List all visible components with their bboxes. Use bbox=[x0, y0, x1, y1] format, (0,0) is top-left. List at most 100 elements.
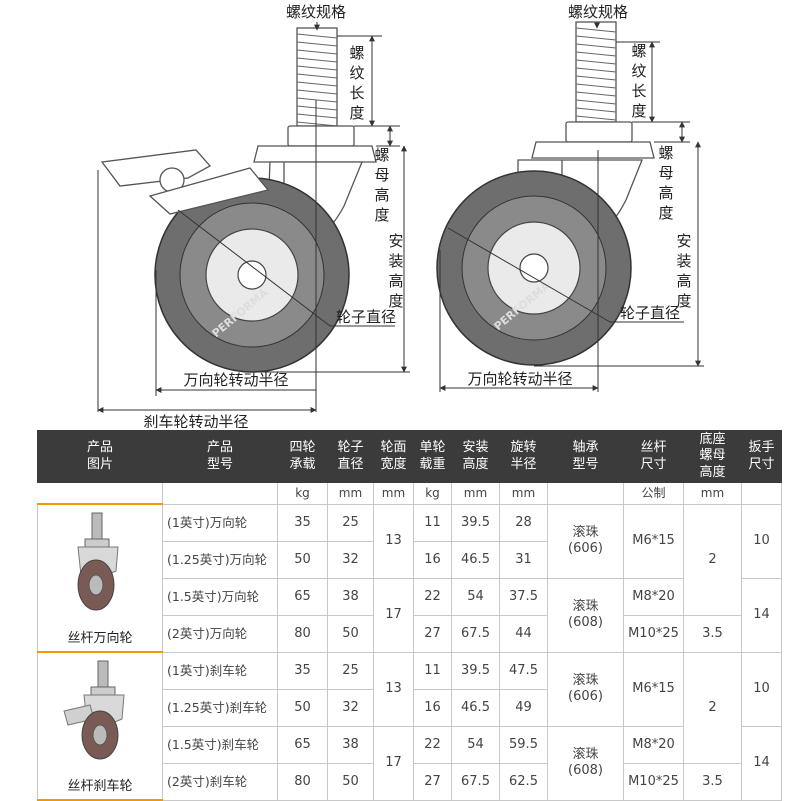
svg-text:高: 高 bbox=[374, 186, 389, 204]
thread-spec-label-right: 螺纹规格 bbox=[568, 3, 628, 21]
model-cell: (1.5英寸)万向轮 bbox=[162, 577, 278, 616]
thread-spec-label-left: 螺纹规格 bbox=[286, 3, 346, 21]
unit-cell: mm bbox=[451, 482, 500, 505]
cell: 3.5 bbox=[683, 614, 742, 653]
brake-radius-label: 刹车轮转动半径 bbox=[143, 413, 248, 428]
caster-dimension-diagram: PERFORMA 螺纹规格 螺 纹 长 度 螺 母 高 bbox=[97, 3, 704, 428]
install-height-label-left: 安 装 高 度 bbox=[388, 232, 403, 310]
cell: M10*25 bbox=[623, 762, 684, 801]
cell: 50 bbox=[327, 762, 374, 801]
header-cell: 产品 图片 bbox=[37, 430, 163, 483]
cell: 14 bbox=[741, 725, 782, 801]
units-row: kg mm mm kg mm mm 公制 mm bbox=[37, 482, 782, 505]
cell: M6*15 bbox=[623, 503, 684, 579]
cell: 16 bbox=[413, 688, 452, 727]
cell: 17 bbox=[373, 577, 414, 653]
cell: 31 bbox=[499, 540, 548, 579]
header-cell: 轮面 宽度 bbox=[373, 430, 414, 483]
cell: 17 bbox=[373, 725, 414, 801]
cell: 2 bbox=[683, 651, 742, 764]
swivel-caster-drawing: PERFORMA 螺纹规格 螺 纹 长 度 螺 母 高 度 安 装 高 bbox=[436, 3, 704, 392]
cell: 3.5 bbox=[683, 762, 742, 801]
svg-text:长: 长 bbox=[631, 82, 646, 100]
unit-cell: mm bbox=[683, 482, 742, 505]
svg-text:装: 装 bbox=[388, 252, 403, 270]
header-cell: 底座 螺母 高度 bbox=[683, 430, 742, 483]
cell: 滚珠 (608) bbox=[547, 577, 624, 653]
install-height-label-right: 安 装 高 度 bbox=[676, 232, 691, 310]
svg-text:高: 高 bbox=[388, 272, 403, 290]
cell: 67.5 bbox=[451, 762, 500, 801]
cell: M8*20 bbox=[623, 725, 684, 764]
svg-text:螺: 螺 bbox=[349, 44, 364, 62]
brake-caster-drawing: PERFORMA 螺纹规格 螺 纹 长 度 螺 母 高 bbox=[97, 3, 410, 428]
swivel-radius-label-right: 万向轮转动半径 bbox=[467, 370, 572, 388]
thread-length-label-left: 螺 纹 长 度 bbox=[349, 44, 364, 122]
cell: 65 bbox=[277, 577, 328, 616]
svg-text:度: 度 bbox=[349, 104, 364, 122]
svg-text:度: 度 bbox=[676, 292, 691, 310]
cell: 13 bbox=[373, 651, 414, 727]
model-cell: (2英寸)刹车轮 bbox=[162, 762, 278, 801]
cell: 35 bbox=[277, 651, 328, 690]
cell: 滚珠 (606) bbox=[547, 651, 624, 727]
cell: 38 bbox=[327, 725, 374, 764]
header-cell: 安装 高度 bbox=[451, 430, 500, 483]
cell: 62.5 bbox=[499, 762, 548, 801]
model-cell: (1英寸)刹车轮 bbox=[162, 651, 278, 690]
header-cell: 四轮 承载 bbox=[277, 430, 328, 483]
svg-text:安: 安 bbox=[676, 232, 691, 250]
thread-length-label-right: 螺 纹 长 度 bbox=[631, 42, 646, 120]
table-row: (2英寸)万向轮 80 50 27 67.5 44 M10*25 3.5 bbox=[38, 614, 782, 653]
cell: 16 bbox=[413, 540, 452, 579]
cell: 50 bbox=[327, 614, 374, 653]
product-image-cell: 丝杆万向轮 bbox=[37, 503, 163, 653]
svg-text:度: 度 bbox=[631, 102, 646, 120]
svg-text:母: 母 bbox=[658, 164, 673, 182]
cell: 39.5 bbox=[451, 503, 500, 542]
model-cell: (1英寸)万向轮 bbox=[162, 503, 278, 542]
cell: 11 bbox=[413, 651, 452, 690]
product-image-cell: 丝杆刹车轮 bbox=[37, 651, 163, 801]
cell: 80 bbox=[277, 762, 328, 801]
unit-cell: mm bbox=[499, 482, 548, 505]
nut-height-label-right: 螺 母 高 度 bbox=[658, 144, 673, 222]
svg-text:装: 装 bbox=[676, 252, 691, 270]
cell: 25 bbox=[327, 651, 374, 690]
header-cell: 旋转 半径 bbox=[499, 430, 548, 483]
cell: 27 bbox=[413, 614, 452, 653]
cell: 54 bbox=[451, 725, 500, 764]
svg-text:纹: 纹 bbox=[349, 64, 364, 82]
header-cell: 单轮 载重 bbox=[413, 430, 452, 483]
unit-cell: mm bbox=[373, 482, 414, 505]
cell: 2 bbox=[683, 503, 742, 616]
cell: 27 bbox=[413, 762, 452, 801]
table-row: 丝杆万向轮 (1英寸)万向轮 35 25 13 11 39.5 28 滚珠 (6… bbox=[37, 503, 782, 653]
table-row: (1.5英寸)万向轮 65 38 17 22 54 37.5 滚珠 (608) … bbox=[38, 577, 782, 653]
cell: 10 bbox=[741, 503, 782, 579]
cell: 35 bbox=[277, 503, 328, 542]
header-cell: 轮子 直径 bbox=[327, 430, 374, 483]
cell: 67.5 bbox=[451, 614, 500, 653]
model-cell: (1.25英寸)刹车轮 bbox=[162, 688, 278, 727]
cell: M8*20 bbox=[623, 577, 684, 616]
cell: 14 bbox=[741, 577, 782, 653]
svg-text:长: 长 bbox=[349, 84, 364, 102]
model-cell: (1.25英寸)万向轮 bbox=[162, 540, 278, 579]
svg-text:纹: 纹 bbox=[631, 62, 646, 80]
model-cell: (1.5英寸)刹车轮 bbox=[162, 725, 278, 764]
cell: 37.5 bbox=[499, 577, 548, 616]
svg-text:母: 母 bbox=[374, 166, 389, 184]
cell: 25 bbox=[327, 503, 374, 542]
header-cell: 扳手 尺寸 bbox=[741, 430, 782, 483]
cell: 滚珠 (606) bbox=[547, 503, 624, 579]
cell: 28 bbox=[499, 503, 548, 542]
cell: 38 bbox=[327, 577, 374, 616]
unit-cell: kg bbox=[277, 482, 328, 505]
svg-text:度: 度 bbox=[658, 204, 673, 222]
svg-text:螺: 螺 bbox=[631, 42, 646, 60]
product-group-label: 丝杆刹车轮 bbox=[67, 779, 133, 795]
cell: 47.5 bbox=[499, 651, 548, 690]
cell: 22 bbox=[413, 577, 452, 616]
svg-text:安: 安 bbox=[388, 232, 403, 250]
